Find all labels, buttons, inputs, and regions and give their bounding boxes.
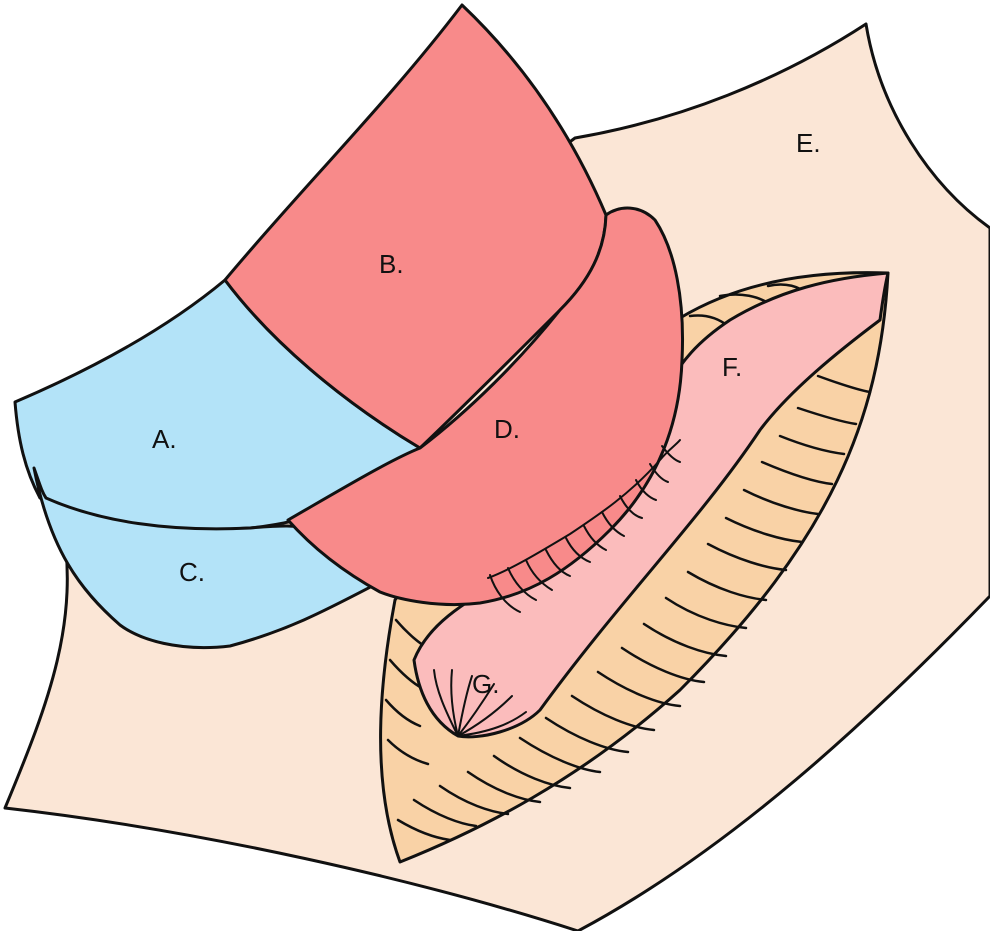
label-b: B. xyxy=(379,249,404,279)
label-c: C. xyxy=(179,557,205,587)
label-a: A. xyxy=(152,424,177,454)
label-f: F. xyxy=(722,352,742,382)
tube-gather-lines xyxy=(433,669,527,737)
flap-b xyxy=(223,3,608,450)
label-d: D. xyxy=(494,414,520,444)
tubed-flap xyxy=(412,271,890,739)
label-e: E. xyxy=(796,128,821,158)
suture-line xyxy=(487,439,681,613)
flap-d xyxy=(286,206,684,607)
label-g: G. xyxy=(472,669,499,699)
